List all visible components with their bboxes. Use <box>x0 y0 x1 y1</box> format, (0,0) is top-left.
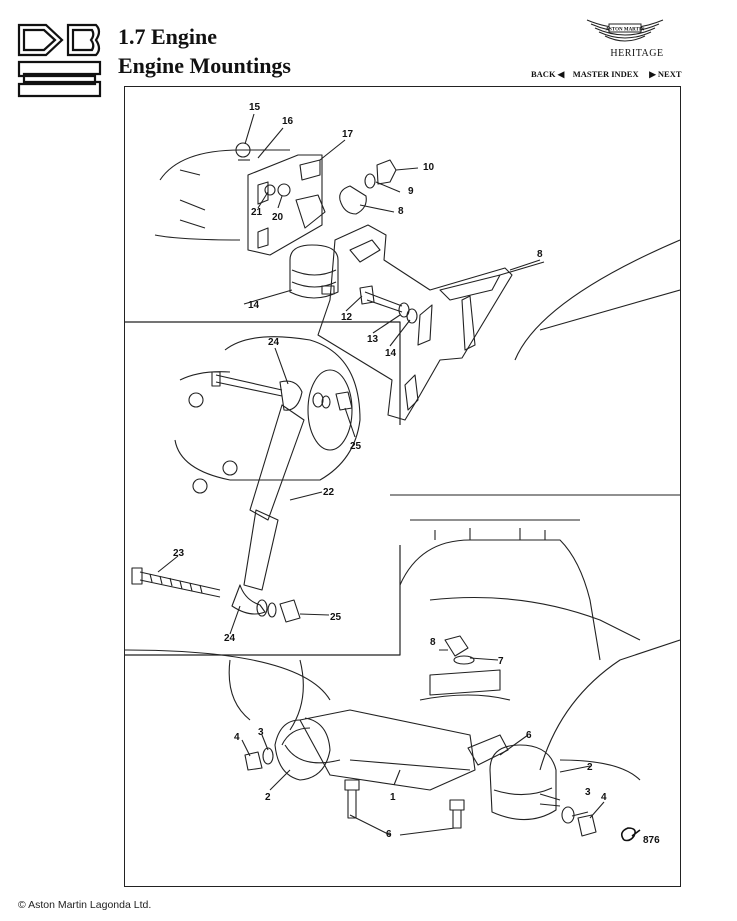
callout-label: 23 <box>173 548 185 559</box>
callout-label: 16 <box>282 116 294 127</box>
reference-mark: 876 <box>620 827 660 846</box>
back-label: BACK <box>531 69 556 79</box>
callout-label: 14 <box>385 348 397 359</box>
callout-label: 25 <box>330 612 342 623</box>
callout-label: 21 <box>251 207 263 218</box>
triangle-right-icon: ▶ <box>649 69 656 79</box>
callout-label: 3 <box>258 727 264 738</box>
callout-labels: 15 16 17 10 9 8 21 20 8 14 12 13 14 24 2… <box>173 102 607 840</box>
callout-label: 12 <box>341 312 353 323</box>
dbs-logo <box>17 23 102 98</box>
callout-label: 22 <box>323 487 335 498</box>
callout-label: 8 <box>537 249 543 260</box>
callout-label: 10 <box>423 162 435 173</box>
page-heading: 1.7 Engine Engine Mountings <box>118 22 291 80</box>
callout-label: 8 <box>430 637 436 648</box>
callout-label: 15 <box>249 102 261 113</box>
callout-label: 17 <box>342 129 354 140</box>
next-label: NEXT <box>657 69 682 79</box>
callout-label: 3 <box>585 787 591 798</box>
back-link[interactable]: BACK ◀ <box>531 69 564 79</box>
callout-label: 25 <box>350 441 362 452</box>
callout-label: 4 <box>601 792 607 803</box>
callout-label: 1 <box>390 792 396 803</box>
page-title: Engine Mountings <box>118 53 291 78</box>
master-index-link[interactable]: MASTER INDEX <box>572 69 639 79</box>
ref-mark-number: 876 <box>643 835 660 846</box>
callout-label: 24 <box>224 633 236 644</box>
callout-label: 24 <box>268 337 280 348</box>
callout-label: 2 <box>587 762 593 773</box>
callout-label: 6 <box>526 730 532 741</box>
copyright-notice: © Aston Martin Lagonda Ltd. <box>18 899 152 911</box>
diagram-frame <box>124 86 681 887</box>
callout-label: 9 <box>408 186 414 197</box>
callout-label: 6 <box>386 829 392 840</box>
engine-mountings-diagram: 15 16 17 10 9 8 21 20 8 14 12 13 14 24 2… <box>125 102 680 846</box>
callout-label: 20 <box>272 212 284 223</box>
callout-label: 2 <box>265 792 271 803</box>
heritage-label: HERITAGE <box>610 48 664 59</box>
aston-martin-wings-logo: ASTON MARTIN <box>586 19 664 42</box>
triangle-left-icon: ◀ <box>557 69 565 79</box>
callout-label: 13 <box>367 334 379 345</box>
svg-text:ASTON MARTIN: ASTON MARTIN <box>605 28 644 33</box>
section-title: 1.7 Engine <box>118 24 218 49</box>
navigation-bar: BACK ◀ MASTER INDEX ▶ NEXT <box>531 69 682 80</box>
callout-label: 14 <box>248 300 260 311</box>
next-link[interactable]: ▶ NEXT <box>649 69 681 79</box>
callout-label: 4 <box>234 732 240 743</box>
callout-label: 8 <box>398 206 404 217</box>
callout-label: 7 <box>498 656 504 667</box>
